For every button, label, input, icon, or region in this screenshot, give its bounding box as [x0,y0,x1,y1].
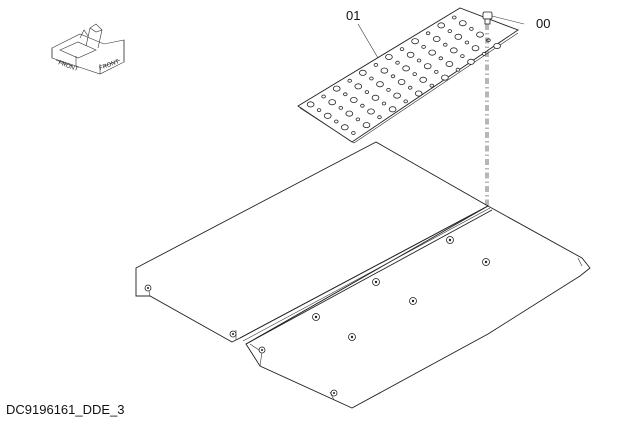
plate-hole [471,45,480,52]
plate-hole [364,90,370,94]
floor-bolts [144,236,490,397]
plate-hole [349,97,358,104]
bolt-part: 00 [482,11,550,31]
plate-hole [402,65,410,72]
plate-hole [377,115,382,120]
plate-hole [328,99,337,106]
plate-hole [411,38,419,45]
plate-hole [373,63,379,67]
plate-hole [441,74,449,81]
plate-hole [414,90,423,97]
front-label-right: FRONT [99,59,121,72]
plate-hole [438,56,443,61]
plate-hole [458,20,467,27]
plate-hole [476,31,484,38]
drawing-reference: DC9196161_DDE_3 [6,402,125,417]
plate-hole [376,81,384,88]
plate-hole [455,67,461,72]
callout-01-label: 01 [346,8,360,23]
plate-hole [340,124,349,131]
plate-hole [316,108,322,112]
plate-hole [467,58,475,65]
perforated-plate [297,7,519,144]
plate-hole [360,103,365,108]
callout-01: 01 [346,8,379,59]
plate-hole [395,60,400,65]
plate-hole [369,76,374,81]
orientation-icon: FRONT FRONT [51,23,125,75]
plate-hole [443,42,448,47]
plate-hole [445,61,454,68]
plate-hole [399,47,405,51]
plate-hole [385,54,393,61]
plate-hole [397,79,406,86]
plate-hole [469,26,474,31]
plate-hole [432,36,441,43]
plate-hole [355,117,361,122]
plate-hole [358,69,367,76]
plate-hole [425,31,431,36]
plate-hole [343,92,348,97]
plate-hole [429,83,434,88]
plate-hole [464,40,470,45]
plate-hole [321,94,326,99]
plate-hole [371,94,380,101]
plate-hole [416,58,422,63]
plate-hole [403,99,408,104]
plate-hole [380,67,389,74]
plate-hole [332,85,341,92]
plate-hole [362,122,371,129]
plate-hole [454,33,463,40]
plate-hole [351,131,356,135]
callout-00-label: 00 [536,16,550,31]
plate-hole [306,101,315,108]
plate-hole [381,101,387,106]
plate-hole [419,76,428,83]
plate-hole [460,54,465,58]
plate-hole [449,47,458,54]
plate-hole [412,72,417,76]
plate-hole [354,83,363,90]
plate-hole [367,108,375,115]
plate-hole [452,15,457,20]
plate-hole [421,45,426,49]
plate-hole [447,29,452,34]
plate-hole [434,70,439,74]
plate-hole [347,78,352,83]
plate-hole [437,22,446,29]
plate-hole [334,119,339,124]
floor-panels [135,141,591,409]
plate-hole [323,112,332,119]
plate-holes [306,15,501,135]
plate-hole [390,74,396,79]
plate-hole [481,52,487,56]
plate-hole [406,51,415,58]
plate-hole [493,43,501,50]
plate-hole [423,63,432,70]
plate-hole [428,49,437,56]
plate-hole [386,88,391,92]
plate-hole [393,92,401,99]
plate-hole [486,38,491,43]
plate-hole [408,85,413,90]
plate-hole [345,110,354,117]
plate-hole [388,106,397,113]
plate-hole [338,106,343,110]
